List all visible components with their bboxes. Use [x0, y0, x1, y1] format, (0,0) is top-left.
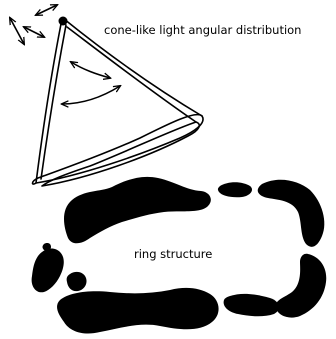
ring-segment-right-lower	[276, 254, 327, 318]
ring-segment-right	[258, 180, 325, 247]
cone-label: cone-like light angular distribution	[104, 23, 301, 37]
emission-arrow	[36, 5, 57, 15]
ring-segment-left-small	[67, 272, 87, 291]
cone-left-edge	[36, 24, 61, 183]
ring-segment-top-small	[218, 182, 252, 197]
cone-left-edge	[41, 25, 66, 179]
light-cone	[33, 19, 204, 186]
emission-arrow	[10, 18, 24, 44]
ring-segment-left	[32, 249, 64, 293]
ring-segment-bottom-right	[224, 294, 279, 316]
ring-segment-bottom	[57, 288, 219, 334]
angle-arrow	[62, 86, 120, 104]
ring-segment-top	[64, 177, 211, 243]
cone-base-ellipse	[33, 115, 204, 184]
cone-right-edge	[67, 27, 196, 122]
emission-arrow	[24, 27, 44, 37]
ring-label: ring structure	[134, 247, 212, 261]
angle-arrow	[71, 62, 110, 78]
ring-segment-left-dot	[43, 243, 52, 251]
